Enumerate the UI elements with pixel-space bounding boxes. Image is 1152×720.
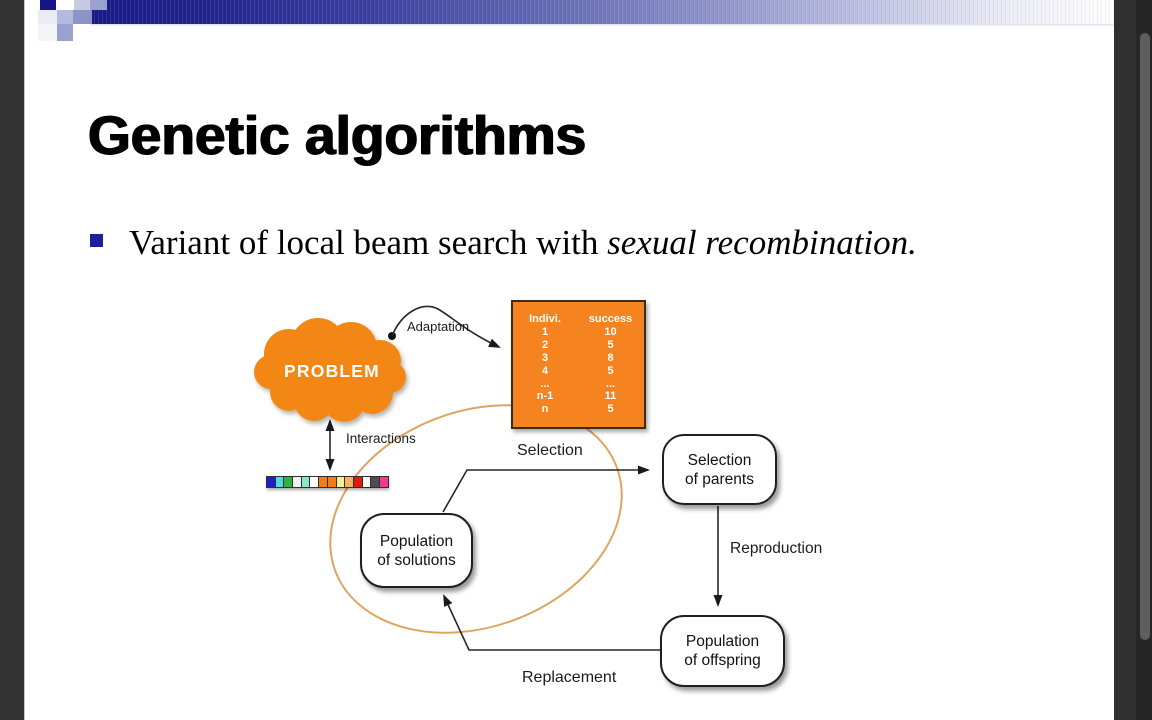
slide-banner: [90, 0, 1115, 24]
chromosome-strip: [266, 476, 389, 488]
banner-mosaic-square: [57, 24, 73, 41]
fitness-table-cell: 5: [607, 364, 614, 377]
banner-mosaic-square: [73, 10, 92, 24]
label-replacement: Replacement: [522, 669, 617, 686]
fitness-table-cell: n: [541, 403, 549, 416]
banner-mosaic-square: [56, 0, 74, 10]
box-line: of solutions: [377, 551, 456, 569]
bullet-text-regular: Variant of local beam search with: [129, 223, 608, 262]
fitness-table-cell: 8: [607, 351, 614, 364]
banner-mosaic-square: [57, 10, 73, 24]
fitness-table-header-cell: Indivi.: [529, 313, 561, 325]
fitness-table-cell: 5: [607, 403, 614, 416]
fitness-table-cell: ...: [605, 377, 616, 390]
fitness-table-cell: n-1: [536, 390, 554, 403]
box-line: Population: [685, 633, 760, 650]
label-reproduction: Reproduction: [730, 540, 823, 557]
label-adaptation: Adaptation: [407, 319, 470, 334]
bullet-text: Variant of local beam search with sexual…: [129, 223, 917, 263]
banner-mosaic-square: [90, 0, 107, 10]
window-left-edge: [0, 0, 25, 720]
box-population-of-solutions: Population of solutions: [360, 513, 473, 588]
bullet-marker: [90, 234, 103, 247]
fitness-table-cell: 4: [541, 364, 549, 377]
fitness-table-cell: 3: [541, 351, 549, 364]
fitness-table-cell: 10: [604, 325, 617, 338]
box-population-of-offspring: Population of offspring: [660, 615, 785, 687]
scrollbar-thumb[interactable]: [1140, 33, 1150, 640]
box-selection-of-parents: Selection of parents: [662, 434, 777, 505]
fitness-table-cell: 1: [541, 325, 549, 338]
fitness-table-cell: 5: [607, 338, 614, 351]
box-line: of offspring: [684, 652, 761, 669]
bullet-text-italic: sexual recombination.: [607, 223, 917, 262]
banner-mosaic-square: [40, 0, 56, 10]
fitness-table-cell: ...: [540, 377, 550, 390]
fitness-table-header-cell: success: [588, 313, 633, 325]
banner-mosaic-square: [74, 0, 90, 10]
fitness-table-cell: 11: [604, 390, 617, 403]
box-line: Selection: [687, 451, 752, 469]
banner-mosaic-square: [38, 24, 57, 41]
chromosome-cell: [378, 476, 389, 488]
box-line: Population: [379, 532, 454, 550]
banner-mosaic-square: [38, 10, 57, 24]
slide-title: Genetic algorithms: [88, 104, 587, 166]
scrollbar-track[interactable]: [1114, 0, 1152, 720]
label-interactions: Interactions: [346, 431, 416, 446]
fitness-table-cell: 2: [541, 338, 549, 351]
box-line: of parents: [685, 470, 754, 488]
label-selection: Selection: [517, 442, 583, 459]
